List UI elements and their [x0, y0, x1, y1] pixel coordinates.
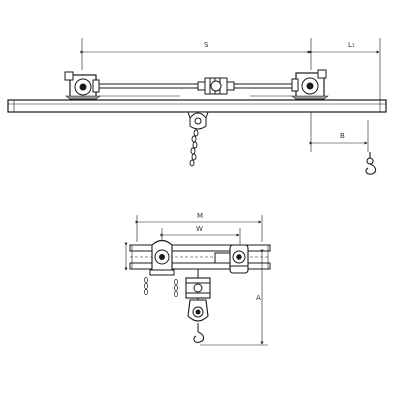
left-wheel-block	[149, 239, 175, 276]
hoist-trolley	[187, 111, 209, 130]
trolley-side-view	[124, 215, 271, 346]
dimension-l1	[309, 38, 381, 100]
hoist-body	[185, 269, 211, 299]
dimension-s	[80, 38, 312, 70]
label-a: A	[256, 294, 261, 302]
dimension-m	[135, 215, 263, 242]
pendant-chain	[144, 277, 178, 297]
left-end-carriage	[64, 71, 180, 100]
label-b: B	[340, 132, 345, 140]
hook-block	[187, 298, 209, 343]
label-m: M	[197, 212, 203, 220]
right-wheel-block	[214, 244, 249, 274]
hook	[365, 152, 377, 175]
dimension-a	[200, 249, 268, 346]
right-end-carriage	[250, 69, 329, 100]
label-l1: L₁	[348, 41, 355, 49]
hoist-chain	[189, 129, 199, 167]
drive-motor	[197, 77, 235, 95]
dimension-b	[309, 112, 369, 152]
main-girder	[7, 99, 387, 113]
label-s: S	[204, 41, 209, 49]
top-crane-assembly	[7, 38, 387, 175]
label-w: W	[196, 225, 203, 233]
runway-rail	[129, 244, 271, 270]
